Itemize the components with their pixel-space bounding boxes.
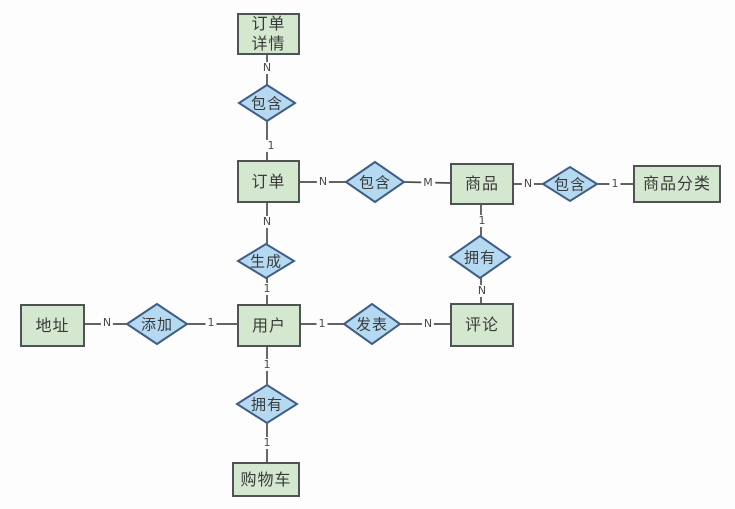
relation-diamond-generates-order-user [236, 242, 296, 280]
relation-diamond-contains-product-category [541, 165, 599, 203]
relation-diamond-owns-product-comment [448, 234, 512, 280]
entity-comment: 评论 [450, 303, 514, 347]
cardinality-label: 1 [261, 357, 273, 372]
cardinality-label: N [260, 214, 274, 229]
entity-cart: 购物车 [232, 462, 300, 497]
cardinality-label: 1 [205, 315, 217, 330]
relation-diamond-contains-order-product [344, 160, 406, 204]
cardinality-label: M [421, 175, 435, 190]
cardinality-label: N [316, 174, 330, 189]
relation-diamond-posts-user-comment [342, 302, 402, 346]
entity-address: 地址 [20, 304, 85, 347]
relation-diamond-contains-order-details [237, 83, 297, 123]
cardinality-label: N [421, 316, 435, 331]
entity-order-details: 订单 详情 [237, 13, 300, 55]
relation-label-contains-order-details: 包含 [250, 94, 284, 113]
cardinality-label: 1 [265, 138, 277, 153]
relation-label-contains-product-category: 包含 [553, 175, 587, 194]
relation-label-adds-address-user: 添加 [140, 315, 174, 334]
entity-user: 用户 [237, 304, 301, 347]
relation-diamond-adds-address-user [125, 302, 189, 346]
relation-label-owns-product-comment: 拥有 [463, 248, 497, 267]
cardinality-label: N [521, 176, 535, 191]
entity-product-category: 商品分类 [633, 165, 721, 203]
cardinality-label: N [260, 60, 274, 75]
entity-order: 订单 [237, 160, 300, 203]
cardinality-label: 1 [476, 213, 488, 228]
relation-diamond-owns-user-cart [235, 383, 299, 425]
cardinality-label: N [475, 283, 489, 298]
cardinality-label: 1 [609, 176, 621, 191]
cardinality-label: 1 [261, 281, 273, 296]
relation-label-owns-user-cart: 拥有 [250, 395, 284, 414]
relation-label-generates-order-user: 生成 [249, 252, 283, 271]
cardinality-label: N [100, 315, 114, 330]
relation-label-contains-order-product: 包含 [358, 173, 392, 192]
cardinality-label: 1 [316, 316, 328, 331]
entity-product: 商品 [450, 163, 514, 205]
relation-label-posts-user-comment: 发表 [355, 315, 389, 334]
cardinality-label: 1 [261, 435, 273, 450]
